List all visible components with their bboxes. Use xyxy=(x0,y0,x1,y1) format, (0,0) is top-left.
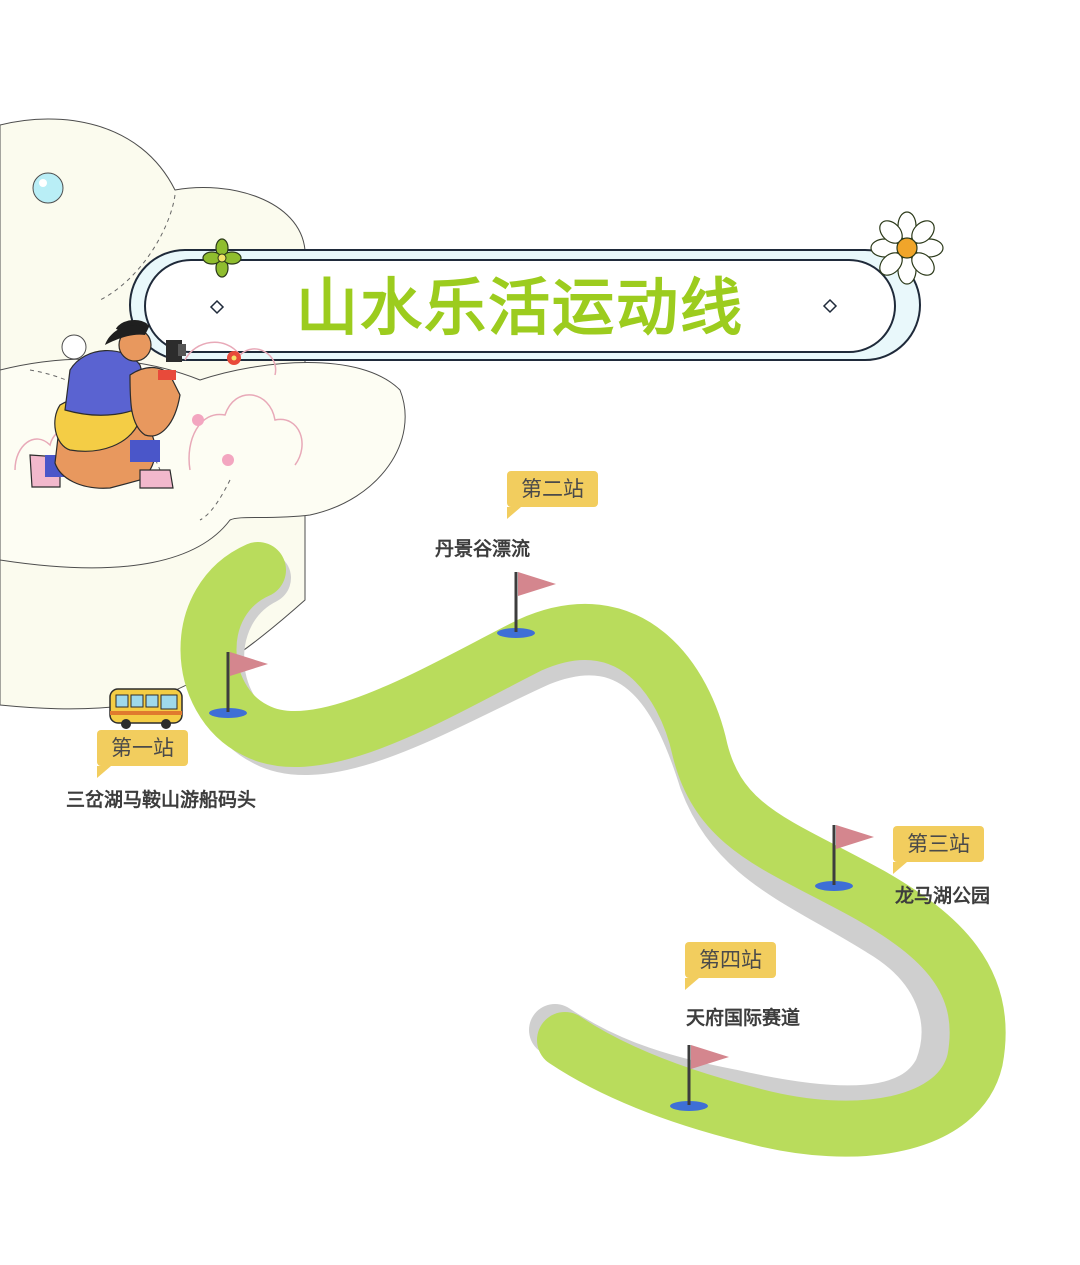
station-name-2: 丹景谷漂流 xyxy=(435,538,531,560)
flag-icon xyxy=(670,1045,729,1111)
station-name-3: 龙马湖公园 xyxy=(895,885,991,907)
flag-icon xyxy=(209,652,268,718)
daisy-icon xyxy=(870,211,944,285)
route-path xyxy=(180,542,1006,1157)
station-tag-2: 第二站 xyxy=(507,471,598,519)
station-tag-3: 第三站 xyxy=(893,826,984,874)
bus-icon xyxy=(109,688,183,729)
page-title: 山水乐活运动线 xyxy=(295,271,744,344)
station-tag-1: 第一站 xyxy=(97,730,188,778)
station-name-4: 天府国际赛道 xyxy=(686,1007,801,1029)
station-tag-4: 第四站 xyxy=(685,942,776,990)
photographer-illustration xyxy=(14,320,303,489)
flower-icon xyxy=(202,238,242,278)
station-name-1: 三岔湖马鞍山游船码头 xyxy=(66,789,257,811)
flag-icon xyxy=(815,825,874,891)
flag-icon xyxy=(497,572,556,638)
title-banner xyxy=(129,249,921,361)
